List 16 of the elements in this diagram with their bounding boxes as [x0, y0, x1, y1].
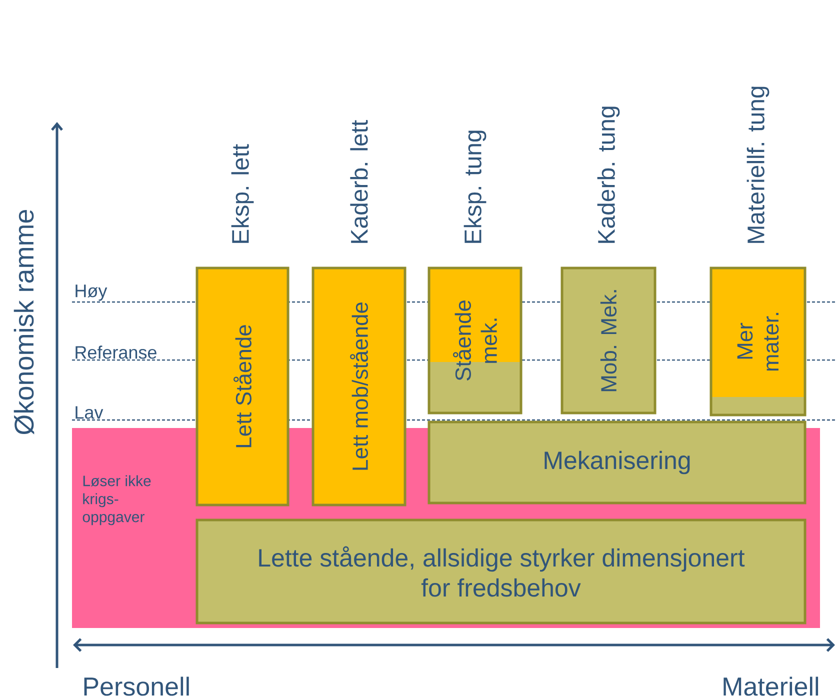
column-header: Kaderb. tung [597, 106, 620, 243]
level-label: Lav [76, 406, 104, 419]
bar: Mob. Mek. Kaderb. tung [560, 106, 656, 414]
level-label: Referanse [76, 346, 156, 359]
level-label: Høy [76, 284, 108, 301]
bar: Lette stående, allsidige styrker dimensjonert for fredsbehov [196, 518, 806, 624]
bar: Mekanisering [428, 420, 806, 504]
axis-label: Personell [84, 676, 189, 696]
column-header: Eksp. lett [231, 144, 254, 243]
stacked-bar-drawing: Stående mek. Eksp. tung [428, 130, 522, 414]
column-header: Eksp. tung [464, 130, 486, 243]
column-header: Materiellf. tung [746, 86, 770, 243]
column-header: Kaderb. lett [350, 120, 368, 243]
stacked-bar-drawing: Mer mater. Materiellf. tung [710, 86, 806, 416]
axis-title: Økonomisk ramme [14, 210, 34, 434]
axis-label: Materiell [724, 676, 818, 696]
